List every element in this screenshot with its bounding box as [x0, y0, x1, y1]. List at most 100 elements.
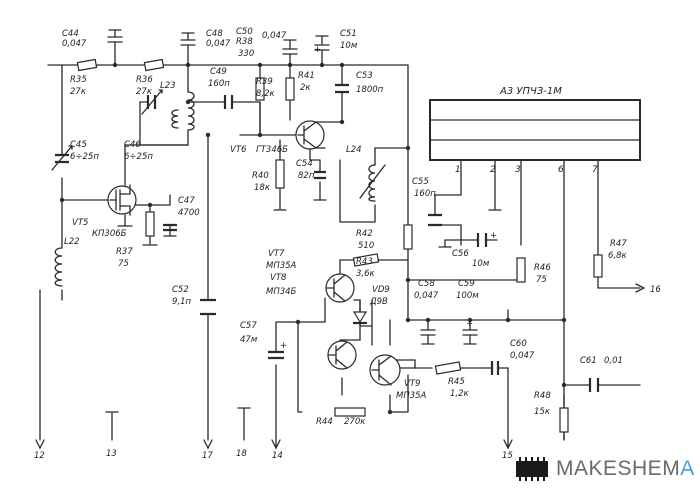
label-l24-ref: L24	[346, 145, 362, 155]
label-r36-value: 27к	[136, 87, 153, 97]
label-r42-value: 510	[358, 241, 374, 251]
terminal-15: 15	[502, 451, 513, 461]
label-c60-ref: С60	[510, 339, 527, 349]
junctions	[59, 62, 567, 415]
label-vt7-value: МП35А	[266, 261, 297, 271]
capacitors	[51, 79, 600, 392]
label-c44-value: 0,047	[62, 39, 87, 49]
label-c56-ref: С56	[452, 249, 469, 259]
label-r41-ref: R41	[298, 71, 315, 81]
label-r44-value: 270к	[344, 417, 366, 427]
label-vt5-ref: VT5	[72, 218, 88, 228]
terminal-labels: 12 13 17 18 14 15 16	[34, 285, 661, 461]
label-r35-value: 27к	[70, 87, 87, 97]
label-r39-value: 8,2к	[256, 89, 276, 99]
component-labels: С44 0,047 С48 0,047 С50 0,047 R38 330 С5…	[62, 27, 628, 427]
watermark-text: MAKESHEMA	[556, 457, 695, 481]
label-c51-ref: С51	[340, 29, 357, 39]
label-r38-value: 330	[238, 49, 254, 59]
block-title: А3 УПЧЗ-1М	[499, 86, 562, 97]
watermark-text-main: MAKESHEM	[556, 457, 681, 480]
terminal-arrows	[35, 283, 646, 450]
label-c52-ref: С52	[172, 285, 189, 295]
transistors	[107, 120, 416, 386]
label-c52-value: 9,1п	[172, 297, 192, 307]
block-pin-1: 1	[455, 165, 461, 175]
terminal-12: 12	[34, 451, 45, 461]
label-vd9-ref: VD9	[372, 285, 390, 295]
label-c50-value: 0,047	[262, 31, 287, 41]
label-c51-value: 10м	[340, 41, 358, 51]
block-pin-7: 7	[592, 165, 598, 175]
block-pin-2: 2	[490, 165, 496, 175]
label-vt6-ref: VT6	[230, 145, 247, 155]
terminal-13: 13	[106, 449, 117, 459]
label-c60-value: 0,047	[510, 351, 535, 361]
label-r45-value: 1,2к	[450, 389, 470, 399]
label-c47-ref: С47	[178, 196, 195, 206]
label-c48-ref: С48	[206, 29, 223, 39]
inductors	[54, 91, 386, 287]
label-r48-ref: R48	[534, 391, 551, 401]
resistors	[76, 58, 603, 433]
polarity-marks: + + + +	[280, 45, 497, 351]
label-c53-ref: С53	[356, 71, 373, 81]
label-r47-ref: R47	[610, 239, 627, 249]
label-vt5-value: КП306Б	[92, 229, 127, 239]
terminal-16: 16	[650, 285, 661, 295]
label-c49-ref: С49	[210, 67, 227, 77]
label-c59-ref: С59	[458, 279, 475, 289]
label-c58-value: 0,047	[414, 291, 439, 301]
label-l23-ref: L23	[160, 81, 176, 91]
label-r45-ref: R45	[448, 377, 465, 387]
label-c46-ref: С46	[124, 140, 141, 150]
label-r40-ref: R40	[252, 171, 269, 181]
label-r48-value: 15к	[534, 407, 551, 417]
label-vt9-value: МП35А	[396, 391, 427, 401]
label-c55-value: 160п	[414, 189, 436, 199]
label-r38-ref: R38	[236, 37, 253, 47]
label-vt6-value: ГТ346Б	[256, 145, 288, 155]
label-r41-value: 2к	[300, 83, 311, 93]
label-c54-ref: С54	[296, 159, 313, 169]
label-r37-ref: R37	[116, 247, 133, 257]
label-c57-value: 47м	[240, 335, 258, 345]
label-r39-ref: R39	[256, 77, 273, 87]
label-r42-ref: R42	[356, 229, 373, 239]
label-vt8-ref: VT8	[270, 273, 287, 283]
label-c49-value: 160п	[208, 79, 230, 89]
label-vd9-value: Д9В	[369, 297, 388, 307]
label-vt9-ref: VT9	[404, 379, 420, 389]
label-r37-value: 75	[118, 259, 129, 269]
chip-icon	[516, 457, 548, 481]
label-c57-ref: С57	[240, 321, 257, 331]
label-c45-value: 6÷25п	[70, 152, 99, 162]
label-c58-ref: С58	[418, 279, 435, 289]
svg-text:+: +	[314, 45, 321, 55]
diode-vd9	[352, 311, 368, 325]
label-r43-value: 3,6к	[356, 269, 376, 279]
label-c61-value: 0,01	[604, 356, 623, 366]
label-r44-ref: R44	[316, 417, 333, 427]
label-c59-value: 100м	[456, 291, 479, 301]
label-r46-value: 75	[536, 275, 547, 285]
terminal-17: 17	[202, 451, 213, 461]
block-pin-6: 6	[558, 165, 564, 175]
label-c47-value: 4700	[178, 208, 200, 218]
label-c61-ref: С61	[580, 356, 597, 366]
svg-text:+: +	[490, 231, 497, 241]
block-a3: А3 УПЧЗ-1М 1 2 3 6 7	[429, 86, 641, 175]
label-r43-ref: R43	[356, 257, 373, 267]
label-c56-value: 10м	[472, 259, 490, 269]
label-c46-value: 6÷25п	[124, 152, 153, 162]
label-c54-value: 82п	[298, 171, 315, 181]
label-r36-ref: R36	[136, 75, 153, 85]
label-c50-ref: С50	[236, 27, 253, 37]
label-r46-ref: R46	[534, 263, 551, 273]
label-c44-ref: С44	[62, 29, 79, 39]
svg-text:+: +	[466, 319, 473, 329]
label-r35-ref: R35	[70, 75, 87, 85]
label-r47-value: 6,8к	[608, 251, 628, 261]
svg-text:+: +	[280, 341, 287, 351]
